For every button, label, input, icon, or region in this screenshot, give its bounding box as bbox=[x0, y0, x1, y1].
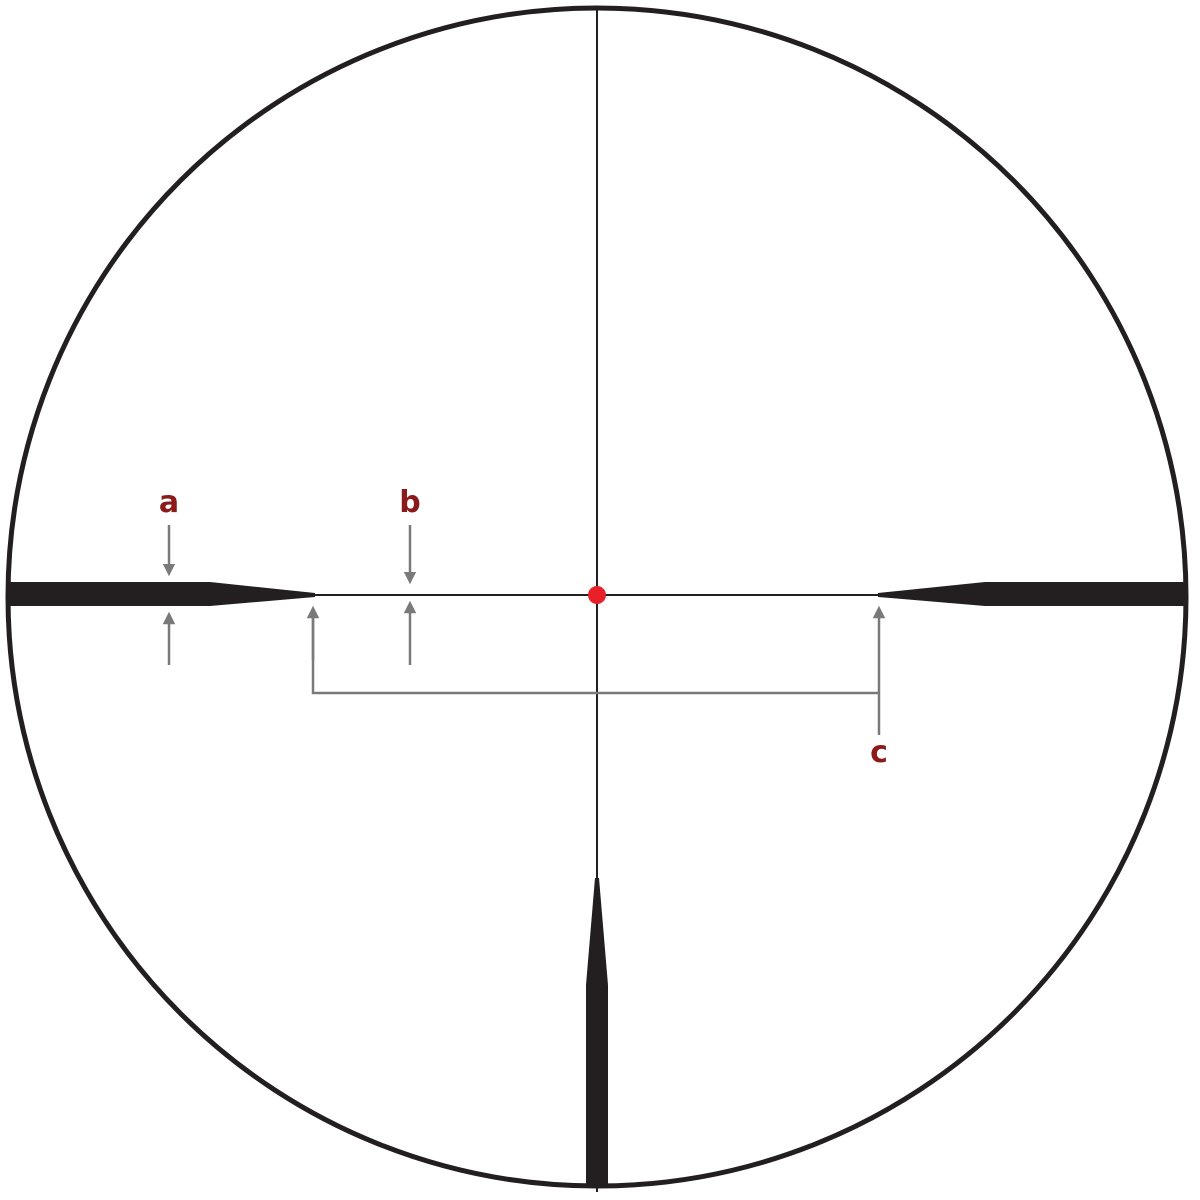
label-c: c bbox=[870, 735, 888, 770]
label-a: a bbox=[159, 485, 179, 520]
label-b: b bbox=[399, 485, 420, 520]
right-thick-post bbox=[878, 582, 1186, 606]
left-thick-post bbox=[8, 582, 315, 606]
bottom-thick-post bbox=[586, 878, 608, 1188]
red-dot-icon bbox=[588, 586, 606, 604]
